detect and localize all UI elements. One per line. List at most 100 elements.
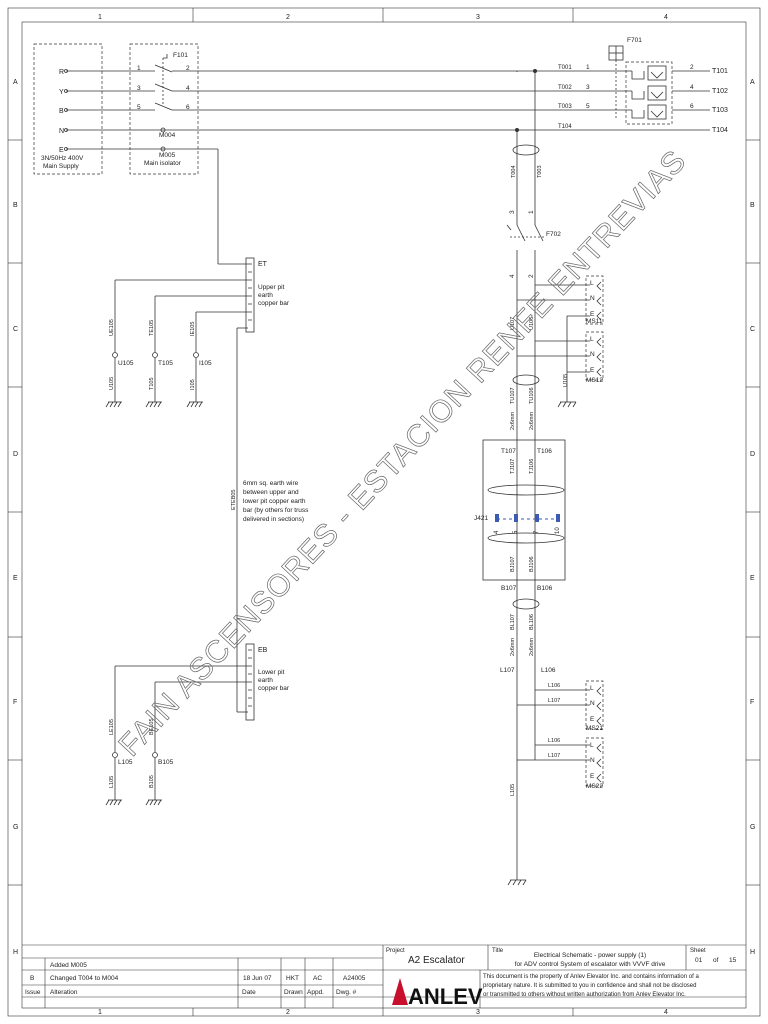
svg-text:G: G: [13, 824, 18, 831]
eteb-wire-label: ETEB05: [231, 490, 237, 510]
title-label: Title: [492, 948, 504, 954]
f701-wire-labels: T001 T002 T003 T104: [558, 65, 572, 130]
svg-text:C: C: [750, 326, 755, 333]
svg-text:E: E: [13, 575, 18, 582]
header-date: Date: [242, 989, 256, 996]
svg-text:3: 3: [137, 85, 141, 92]
svg-text:2: 2: [186, 65, 190, 72]
svg-text:C: C: [13, 326, 18, 333]
socket-ms21: L N E MS21: [585, 680, 603, 732]
col-label: 4: [664, 14, 668, 21]
rev-row-1-alteration: Added M005: [50, 962, 87, 969]
svg-text:R: R: [59, 69, 64, 76]
svg-text:U105: U105: [109, 377, 115, 390]
svg-text:E: E: [59, 147, 64, 154]
b107-label: B107: [501, 585, 517, 592]
svg-text:T003: T003: [537, 165, 543, 178]
col-label: 2: [286, 14, 290, 21]
svg-text:TU106: TU106: [529, 387, 535, 404]
svg-text:ANLEV: ANLEV: [408, 984, 483, 1009]
svg-text:6: 6: [186, 104, 190, 111]
socket-ms12: L N E MS12: [585, 331, 603, 384]
svg-text:T004: T004: [511, 165, 517, 178]
svg-text:TJ106: TJ106: [529, 459, 535, 474]
t107-label: T107: [501, 448, 516, 455]
svg-text:L: L: [590, 742, 594, 749]
svg-text:MS21: MS21: [586, 725, 603, 732]
svg-text:N: N: [59, 128, 64, 135]
svg-text:U107: U107: [510, 317, 516, 330]
svg-text:3: 3: [509, 210, 516, 214]
b106-label: B106: [537, 585, 553, 592]
svg-text:H: H: [13, 949, 18, 956]
svg-text:T101: T101: [712, 68, 728, 75]
socket-branch-wires: [517, 284, 590, 761]
eb-desc: Lower pit: [258, 669, 285, 676]
rev-row-2-appd: AC: [313, 975, 322, 982]
anlev-logo: ANLEV: [392, 978, 483, 1009]
upper-earth-wires: [105, 279, 248, 713]
svg-text:N: N: [590, 351, 595, 358]
disclaimer: This document is the property of Anlev E…: [483, 974, 699, 998]
svg-text:E: E: [590, 311, 595, 318]
svg-text:N: N: [590, 757, 595, 764]
supply-label: Main Supply: [43, 163, 80, 170]
svg-text:T104: T104: [712, 127, 728, 134]
svg-text:1: 1: [528, 210, 535, 214]
grid-row-ticks: [8, 139, 760, 886]
svg-text:5: 5: [137, 104, 141, 111]
inner-border: [21, 21, 747, 1009]
svg-text:BE105: BE105: [149, 718, 155, 735]
et-desc: Upper pit: [258, 284, 285, 291]
svg-text:4: 4: [186, 85, 190, 92]
svg-text:lower pit copper earth: lower pit copper earth: [243, 498, 306, 505]
svg-text:2x6mm: 2x6mm: [529, 638, 535, 656]
socket-ms11: L N E MS11: [585, 275, 604, 325]
f701-breaker: [608, 45, 710, 125]
header-issue: Issue: [25, 989, 41, 996]
et-desc: earth: [258, 292, 273, 299]
header-dwg: Dwg. #: [336, 989, 357, 996]
svg-text:L: L: [590, 685, 594, 692]
svg-text:MS22: MS22: [586, 783, 603, 790]
col-label: 3: [476, 1009, 480, 1016]
title-block-frame: [22, 944, 746, 1008]
svg-text:MS11: MS11: [586, 318, 603, 325]
earth-wire-note: 6mm sq. earth wire between upper and low…: [243, 480, 309, 523]
svg-text:5: 5: [586, 103, 590, 110]
rev-row-2-date: 18 Jun 07: [243, 975, 272, 982]
col-label: 2: [286, 1009, 290, 1016]
svg-text:BL107: BL107: [510, 614, 516, 630]
svg-text:4: 4: [690, 84, 694, 91]
svg-text:bar (by others for truss: bar (by others for truss: [243, 507, 309, 514]
svg-text:I105: I105: [190, 379, 196, 390]
isolator-id: F101: [173, 52, 188, 59]
main-isolator-box: [129, 43, 199, 175]
svg-text:D: D: [750, 451, 755, 458]
lower-earth-wires: [105, 665, 248, 806]
svg-text:L: L: [590, 336, 594, 343]
svg-text:E: E: [590, 716, 595, 723]
svg-text:I105: I105: [199, 360, 212, 367]
svg-text:6mm sq. earth wire: 6mm sq. earth wire: [243, 480, 299, 487]
svg-text:H: H: [750, 949, 755, 956]
svg-text:T104: T104: [558, 124, 572, 130]
grid-column-ticks: [192, 8, 574, 1016]
svg-text:LE105: LE105: [109, 719, 115, 735]
l106-label: L106: [541, 667, 556, 674]
svg-text:BL106: BL106: [529, 614, 535, 630]
svg-text:E: E: [590, 773, 595, 780]
row-labels-right: A B C D E F G H: [750, 79, 755, 956]
svg-text:F: F: [750, 699, 754, 706]
svg-text:6: 6: [690, 103, 694, 110]
svg-text:U106: U106: [529, 317, 535, 330]
svg-text:10: 10: [555, 527, 561, 534]
header-alteration: Alteration: [50, 989, 78, 996]
col-label: 3: [476, 14, 480, 21]
title-line-2: for ADV control System of escalator with…: [515, 961, 666, 968]
svg-text:2x6mm: 2x6mm: [529, 412, 535, 430]
f701-pins: 1 3 5 2 4 6: [586, 64, 694, 110]
svg-text:T105: T105: [149, 377, 155, 390]
svg-text:L105: L105: [510, 784, 516, 796]
